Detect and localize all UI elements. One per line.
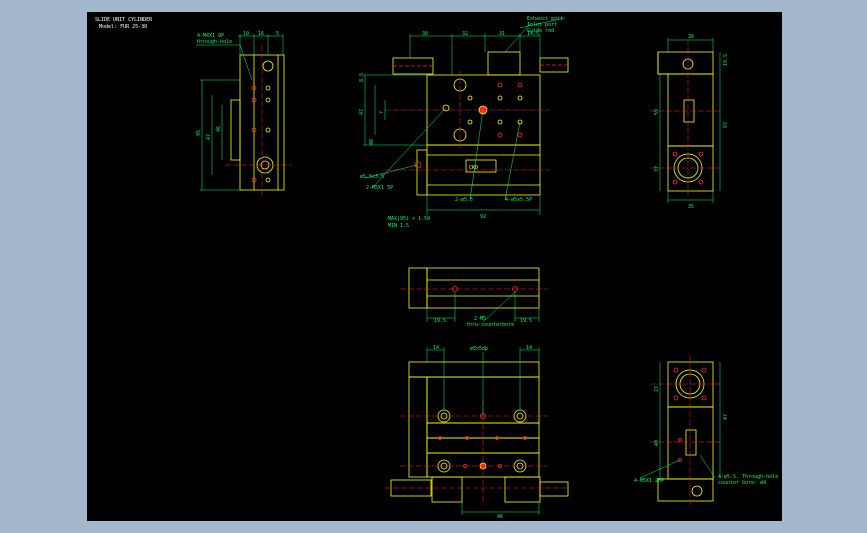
dim-right-side-2: 59 bbox=[654, 109, 660, 115]
right-end-view bbox=[657, 51, 714, 192]
dim-br-side-3: 40 bbox=[654, 440, 660, 446]
left-view-dimensions bbox=[196, 34, 284, 191]
dim-front-top-1: 30 bbox=[422, 31, 428, 37]
dim-br-side-2: 47 bbox=[723, 414, 729, 420]
note-mount-bottom-2: thru-counterbore bbox=[466, 322, 514, 328]
right-view-dimensions bbox=[659, 38, 721, 203]
brand-label: CKD bbox=[469, 165, 478, 171]
title-line-2: Model: FUR 25-30 bbox=[99, 24, 147, 30]
bottom-right-dimensions bbox=[639, 362, 721, 479]
note-right-1: 4-ø5.5, Through-hole bbox=[718, 474, 778, 480]
dim-front-top-3: 31 bbox=[499, 31, 505, 37]
dim-front-side-2: 47 bbox=[359, 109, 365, 115]
front-view-dimensions bbox=[363, 17, 566, 215]
dim-bottom-top-2: 14 bbox=[526, 345, 532, 351]
bottom-right-centerlines bbox=[650, 355, 722, 505]
note-hole-c-left: ø5.5x3.5 bbox=[360, 174, 384, 180]
note-stroke-min: MIN 1.5 bbox=[388, 223, 409, 229]
note-guide-rod: Guide rod bbox=[527, 28, 554, 34]
note-exhaust: Exhaust port bbox=[527, 16, 563, 22]
dim-mid-bottom-1: 19.5 bbox=[434, 318, 446, 324]
dim-bottom-top-1: 14 bbox=[433, 345, 439, 351]
note-hole-c: 4-ø5x5.5P bbox=[505, 197, 532, 203]
dim-front-side-1: 8.5 bbox=[359, 73, 365, 82]
bottom-right-view bbox=[657, 361, 714, 502]
dim-front-side-4: 40 bbox=[369, 139, 375, 145]
dim-right-top: 36 bbox=[688, 34, 694, 40]
dim-front-side-3: 7 bbox=[379, 111, 385, 114]
note-side-hole: ø5x5dp bbox=[470, 346, 488, 352]
note-inlet: Inlet port bbox=[527, 22, 557, 28]
dim-left-top-2: 16 bbox=[258, 31, 264, 37]
note-mount-bottom: 2-M5 bbox=[474, 316, 486, 322]
dim-left-side-2: 47 bbox=[206, 134, 212, 140]
dim-left-side-3: 46 bbox=[216, 126, 222, 132]
dim-bottom-bottom: 46 bbox=[497, 514, 503, 520]
bottom-view-dimensions bbox=[426, 347, 540, 515]
left-view-centerlines bbox=[225, 45, 292, 195]
drawing-sheet bbox=[87, 12, 782, 521]
note-hole-a: 2-M5X1 5P bbox=[366, 185, 393, 191]
note-stroke-max: MAX(95) + 1.50 bbox=[388, 216, 430, 222]
dim-front-bottom: 92 bbox=[480, 214, 486, 220]
bottom-view-centerlines bbox=[385, 400, 570, 505]
note-hole-b: 2-ø5.5 bbox=[455, 197, 473, 203]
dim-left-top-3: 5 bbox=[276, 31, 279, 37]
title-line-1: SLIDE UNIT CYLINDER bbox=[95, 17, 153, 23]
dim-left-top-1: 10 bbox=[243, 31, 249, 37]
dim-right-side-3: 87 bbox=[723, 122, 729, 128]
front-view-centerlines bbox=[385, 70, 550, 171]
left-side-view bbox=[230, 54, 285, 191]
dim-front-top-4: 14.5 bbox=[527, 31, 539, 37]
dim-left-side-1: 95 bbox=[196, 130, 202, 136]
note-right-2: counter bore: ø9 bbox=[718, 480, 766, 486]
dim-br-side-1: 27 bbox=[654, 386, 660, 392]
note-ports-left: 4-M4X1 0P bbox=[197, 33, 224, 39]
bottom-view bbox=[390, 361, 569, 503]
dim-mid-bottom-2: 19.5 bbox=[520, 318, 532, 324]
dim-right-side-1: 19.5 bbox=[723, 54, 729, 66]
front-view bbox=[392, 51, 569, 196]
dim-right-bottom: 35 bbox=[688, 204, 694, 210]
middle-view-dimensions bbox=[426, 291, 540, 323]
dim-right-side-4: 37 bbox=[654, 166, 660, 172]
note-ports-left-2: through-hole bbox=[196, 39, 232, 45]
right-view-centerlines bbox=[650, 40, 722, 196]
note-right-3: 4-M5X1 2MP bbox=[634, 478, 664, 484]
middle-top-view bbox=[408, 267, 540, 309]
dim-front-top-2: 32 bbox=[462, 31, 468, 37]
